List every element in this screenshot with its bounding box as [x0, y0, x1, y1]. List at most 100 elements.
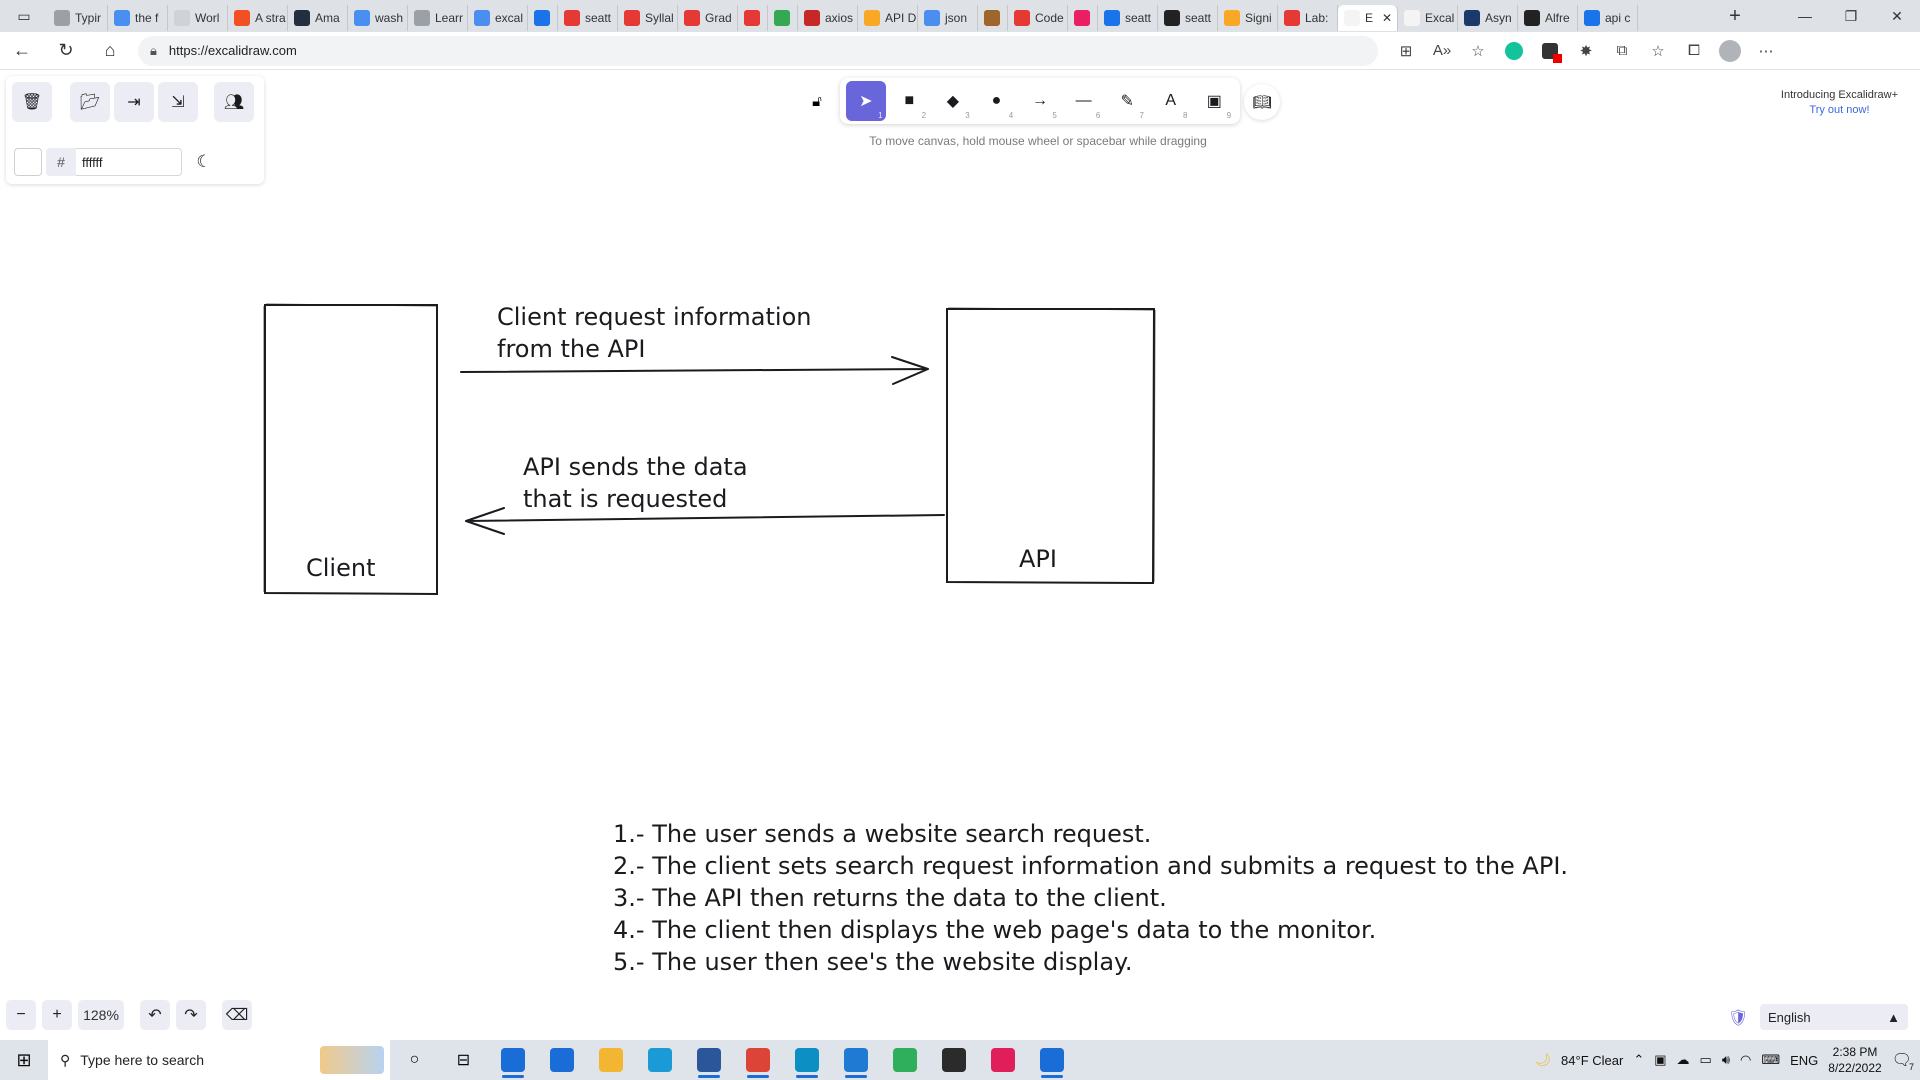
mail-icon[interactable]	[537, 1040, 586, 1080]
browser-tab[interactable]	[528, 4, 558, 31]
live-collaboration-icon[interactable]: 👥︎	[214, 82, 254, 122]
window-app-icon[interactable]	[1027, 1040, 1076, 1080]
browser-tab[interactable]: seatt	[558, 4, 618, 31]
eraser-icon[interactable]: ⌫	[222, 1000, 252, 1030]
save-file-icon[interactable]: ⇥	[114, 82, 154, 122]
browser-tab[interactable]: Learr	[408, 4, 468, 31]
notifications-icon[interactable]: 🗨︎7	[1891, 1052, 1914, 1072]
browser-tab[interactable]: seatt	[1158, 4, 1218, 31]
favorite-star-icon[interactable]: ☆	[1471, 42, 1485, 60]
clear-canvas-trash-icon[interactable]: 🗑︎	[12, 82, 52, 122]
back-icon[interactable]: ←	[13, 40, 31, 60]
background-hex-input[interactable]: ffffff	[76, 148, 182, 176]
app-available-icon[interactable]: ⊞	[1399, 42, 1413, 60]
collections-icon[interactable]: ⧠	[1687, 42, 1700, 59]
refresh-icon[interactable]: ↻	[58, 40, 74, 60]
diagram-drawing[interactable]: Client API Client request information fr…	[0, 70, 1920, 1040]
dark-mode-toggle-icon[interactable]: ☾	[196, 152, 212, 171]
home-icon[interactable]: ⌂	[104, 40, 116, 60]
weather-moon-icon[interactable]: 🌙︎	[1534, 1052, 1552, 1067]
browser-tab[interactable]: wash	[348, 4, 408, 31]
chrome-icon[interactable]	[733, 1040, 782, 1080]
encryption-shield-icon[interactable]: 🛡︎	[1728, 1010, 1749, 1027]
arrow-tool-icon[interactable]: →5	[1020, 81, 1060, 121]
extension-badge-icon[interactable]	[1534, 35, 1566, 67]
browser-tab[interactable]: Lab:	[1278, 4, 1338, 31]
zoom-in-button[interactable]: +	[42, 1000, 72, 1030]
more-menu-icon[interactable]: ⋯	[1758, 42, 1774, 60]
zoom-out-button[interactable]: −	[6, 1000, 36, 1030]
browser-tab[interactable]: excal	[468, 4, 528, 31]
taskbar-search[interactable]: ⚲ Type here to search	[48, 1040, 390, 1080]
battery-icon[interactable]: ▭	[1699, 1052, 1712, 1067]
request-arrow[interactable]	[460, 356, 929, 385]
new-tab-button[interactable]: +	[1729, 4, 1741, 27]
store-icon[interactable]	[488, 1040, 537, 1080]
image-tool-icon[interactable]: ▣9	[1195, 81, 1235, 121]
client-box[interactable]	[264, 304, 438, 596]
zoom-level[interactable]: 128%	[78, 1000, 124, 1030]
restore-icon[interactable]: ❐	[1844, 7, 1858, 24]
browser-tab[interactable]: seatt	[1098, 4, 1158, 31]
bug-extension-icon[interactable]: ✸	[1579, 42, 1593, 60]
browser-tab[interactable]: Signi	[1218, 4, 1278, 31]
undo-icon[interactable]: ↶	[140, 1000, 170, 1030]
close-window-icon[interactable]: ✕	[1891, 7, 1903, 24]
extensions-puzzle-icon[interactable]: ⧉	[1616, 42, 1628, 59]
api-box[interactable]	[946, 308, 1156, 585]
line-tool-icon[interactable]: —6	[1064, 81, 1104, 121]
browser-tab[interactable]: axios	[798, 4, 858, 31]
terminal-icon[interactable]	[929, 1040, 978, 1080]
ellipse-tool-icon[interactable]: ●4	[977, 81, 1017, 121]
vscode-icon[interactable]	[831, 1040, 880, 1080]
browser-tab[interactable]: Asyn	[1458, 4, 1518, 31]
favorites-icon[interactable]: ☆	[1651, 42, 1665, 60]
cortana-icon[interactable]: ○	[409, 1051, 420, 1068]
browser-tab[interactable]	[978, 4, 1008, 31]
browser-tab[interactable]: A stra	[228, 4, 288, 31]
wifi-icon[interactable]: ◠	[1740, 1052, 1752, 1067]
onedrive-icon[interactable]: ☁	[1676, 1052, 1690, 1067]
show-hidden-icons-icon[interactable]: ⌃	[1633, 1052, 1645, 1067]
tab-actions-icon[interactable]: ▭	[17, 7, 31, 24]
grammarly-icon[interactable]	[1498, 35, 1530, 67]
browser-tab[interactable]	[1068, 4, 1098, 31]
open-folder-icon[interactable]: 📂︎	[70, 82, 110, 122]
draw-tool-icon[interactable]: ✎7	[1107, 81, 1147, 121]
word-icon[interactable]	[684, 1040, 733, 1080]
excalidraw-canvas[interactable]: Client API Client request information fr…	[0, 70, 1920, 1040]
windows-start-icon[interactable]: ⊞	[16, 1049, 32, 1070]
minimize-icon[interactable]: —	[1798, 8, 1812, 24]
browser-tab[interactable]: Code	[1008, 4, 1068, 31]
browser-tab[interactable]	[768, 4, 798, 31]
library-book-icon[interactable]: 📖︎	[1244, 84, 1280, 120]
browser-tab[interactable]: Alfre	[1518, 4, 1578, 31]
background-color-swatch[interactable]	[14, 148, 42, 176]
browser-tab[interactable]: Worl	[168, 4, 228, 31]
browser-tab[interactable]	[738, 4, 768, 31]
language-select[interactable]: English ▲	[1760, 1004, 1908, 1030]
globe-app-icon[interactable]	[880, 1040, 929, 1080]
input-language[interactable]: ENG	[1790, 1052, 1819, 1068]
edge-icon[interactable]	[782, 1040, 831, 1080]
redo-icon[interactable]: ↷	[176, 1000, 206, 1030]
clock[interactable]: 2:38 PM 8/22/2022	[1828, 1044, 1881, 1076]
browser-tab[interactable]: the f	[108, 4, 168, 31]
browser-tab[interactable]: json	[918, 4, 978, 31]
promo-link[interactable]: Try out now!	[1809, 104, 1870, 116]
browser-tab[interactable]: E✕	[1338, 4, 1398, 31]
weather-text[interactable]: 84°F Clear	[1561, 1052, 1624, 1068]
keyboard-icon[interactable]: ⌨	[1761, 1052, 1781, 1067]
read-aloud-icon[interactable]: A»	[1432, 42, 1452, 59]
slack-icon[interactable]	[978, 1040, 1027, 1080]
diamond-tool-icon[interactable]: ◆3	[933, 81, 973, 121]
profile-avatar-icon[interactable]	[1714, 35, 1746, 67]
rectangle-tool-icon[interactable]: ■2	[890, 81, 930, 121]
browser-tab[interactable]: Grad	[678, 4, 738, 31]
browser-tab[interactable]: Typir	[48, 4, 108, 31]
browser-tab[interactable]: Excal	[1398, 4, 1458, 31]
browser-tab[interactable]: Syllal	[618, 4, 678, 31]
project-icon[interactable]	[635, 1040, 684, 1080]
browser-tab[interactable]: api c	[1578, 4, 1638, 31]
